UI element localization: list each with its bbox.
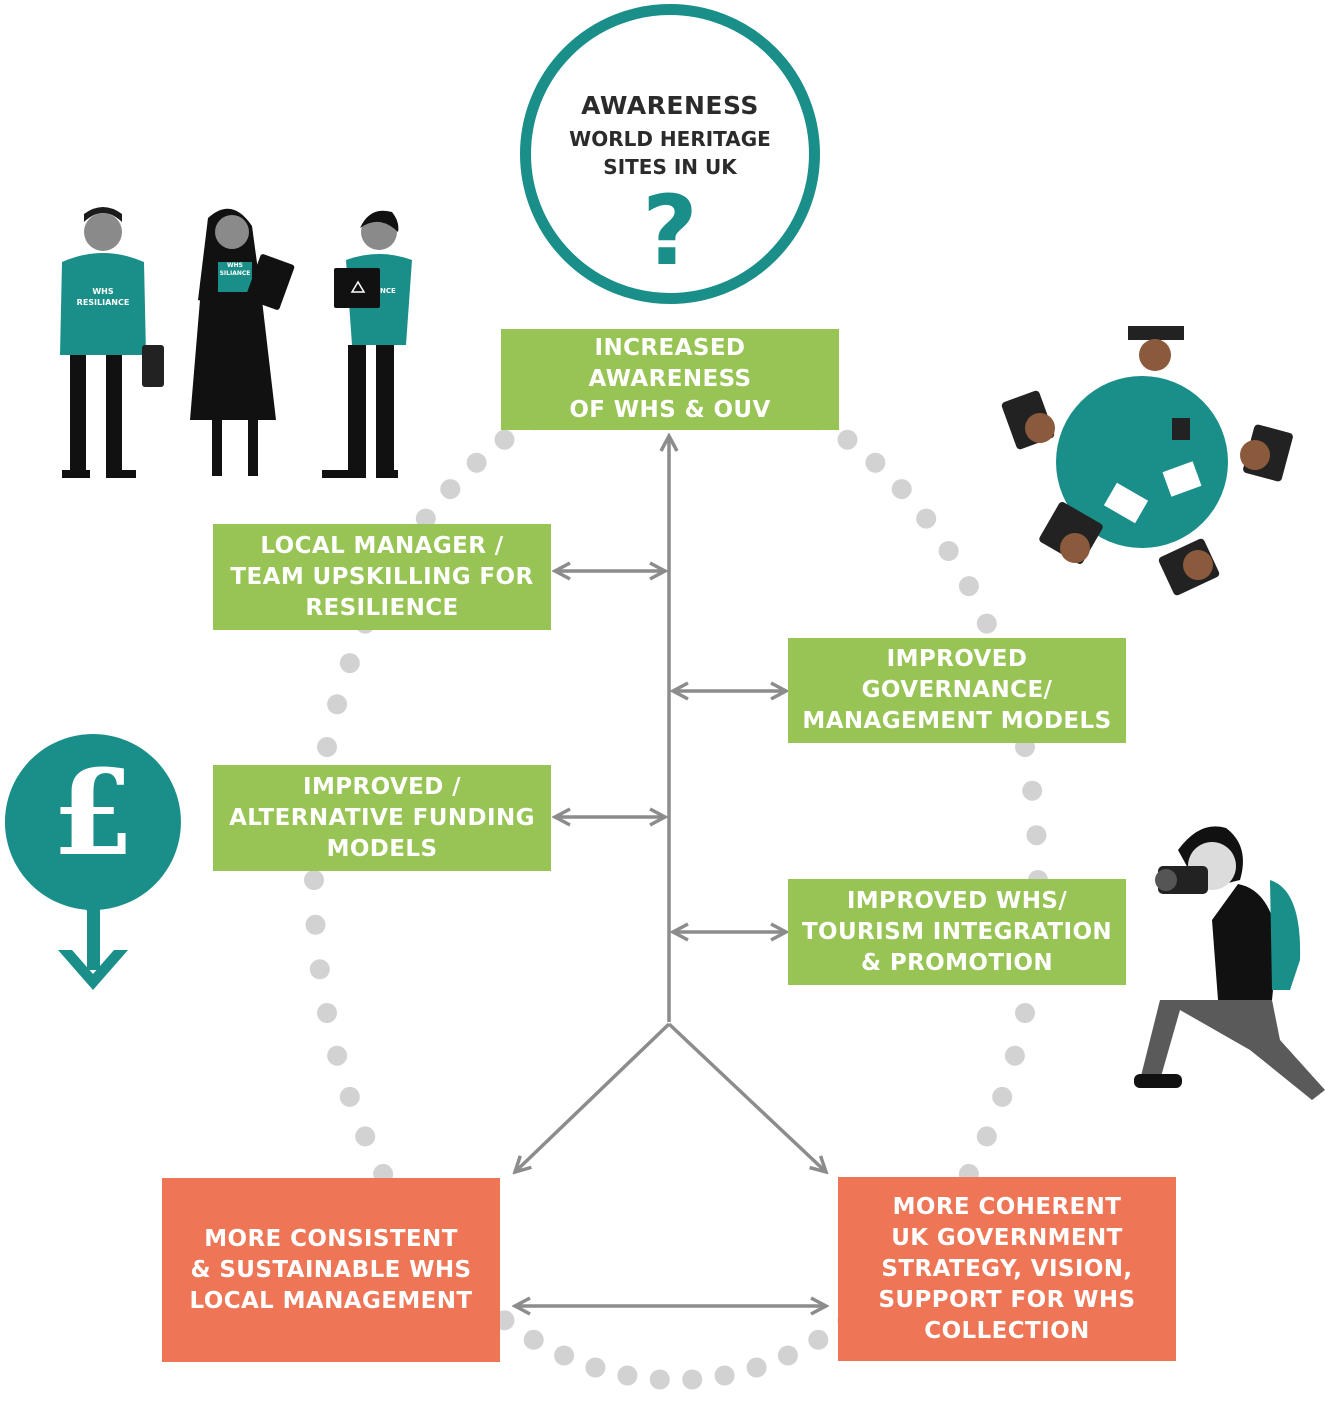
awareness-title: AWARENESS (581, 91, 759, 120)
ring-dot (523, 1329, 544, 1350)
ring-dot (1026, 825, 1047, 846)
ring-dot (339, 1086, 360, 1107)
ring-dot (958, 576, 979, 597)
ring-dot (304, 870, 324, 890)
ring-dot (355, 1126, 376, 1147)
ring-dot (837, 429, 858, 450)
ring-dot (317, 737, 337, 757)
vest-label-2: WHS SILIANCE (219, 262, 251, 277)
ring-dot (1004, 1045, 1025, 1066)
box-tourism-integration: IMPROVED WHS/ TOURISM INTEGRATION & PROM… (788, 879, 1126, 985)
pound-symbol: £ (51, 743, 135, 882)
ring-dot (466, 452, 487, 473)
ring-dot (585, 1357, 606, 1378)
ring-dot (494, 429, 515, 450)
box-governance-models: IMPROVED GOVERNANCE/ MANAGEMENT MODELS (788, 638, 1126, 743)
box-increased-awareness: INCREASED AWARENESS OF WHS & OUV (501, 329, 839, 430)
question-mark-icon: ? (642, 175, 698, 287)
ring-dot (714, 1365, 735, 1386)
ring-dot (317, 1003, 337, 1023)
ring-dot (617, 1365, 638, 1386)
awareness-subtitle-line1: WORLD HERITAGE (569, 127, 771, 151)
pound-pin-icon (4, 734, 181, 990)
awareness-circle: AWARENESS WORLD HERITAGE SITES IN UK ? (520, 4, 820, 304)
ring-dot (1015, 1003, 1035, 1023)
ring-dot (682, 1369, 703, 1390)
arrow-to-local-management (515, 1022, 671, 1172)
box-government-strategy: MORE COHERENT UK GOVERNMENT STRATEGY, VI… (838, 1177, 1176, 1361)
ring-dot (865, 452, 886, 473)
ring-dot (305, 914, 326, 935)
ring-dot (992, 1086, 1013, 1107)
awareness-subtitle-line2: SITES IN UK (603, 155, 737, 179)
ring-dot (327, 1045, 348, 1066)
photographer-illustration (1134, 826, 1325, 1100)
people-group-illustration (60, 207, 412, 478)
ring-dot (746, 1357, 767, 1378)
vest-label-1: WHS RESILIANCE (76, 287, 130, 307)
ring-dot (554, 1345, 575, 1366)
ring-dot (327, 694, 348, 715)
ring-dot (339, 653, 360, 674)
ring-dot (777, 1345, 798, 1366)
person-man-phone (60, 207, 164, 478)
connectors (515, 436, 826, 1306)
ring-dot (649, 1369, 670, 1390)
ring-dot (938, 541, 959, 561)
arrow-to-government (667, 1022, 826, 1172)
ring-dot (309, 959, 330, 980)
ring-dot (415, 508, 436, 529)
box-funding-models: IMPROVED / ALTERNATIVE FUNDING MODELS (213, 765, 551, 871)
box-local-management: MORE CONSISTENT & SUSTAINABLE WHS LOCAL … (162, 1178, 500, 1362)
ring-dot (1022, 780, 1043, 801)
ring-dot (916, 508, 937, 529)
person-laptop (322, 210, 412, 478)
person-woman-tablet (190, 208, 295, 476)
ring-dot (808, 1329, 829, 1350)
laptop-label: NCE (380, 287, 396, 295)
box-local-manager-upskilling: LOCAL MANAGER / TEAM UPSKILLING FOR RESI… (213, 524, 551, 630)
ring-dot (976, 613, 997, 634)
ring-dot (891, 479, 912, 500)
meeting-table-illustration (1001, 326, 1293, 596)
ring-dot (440, 479, 461, 500)
ring-dot (976, 1126, 997, 1147)
